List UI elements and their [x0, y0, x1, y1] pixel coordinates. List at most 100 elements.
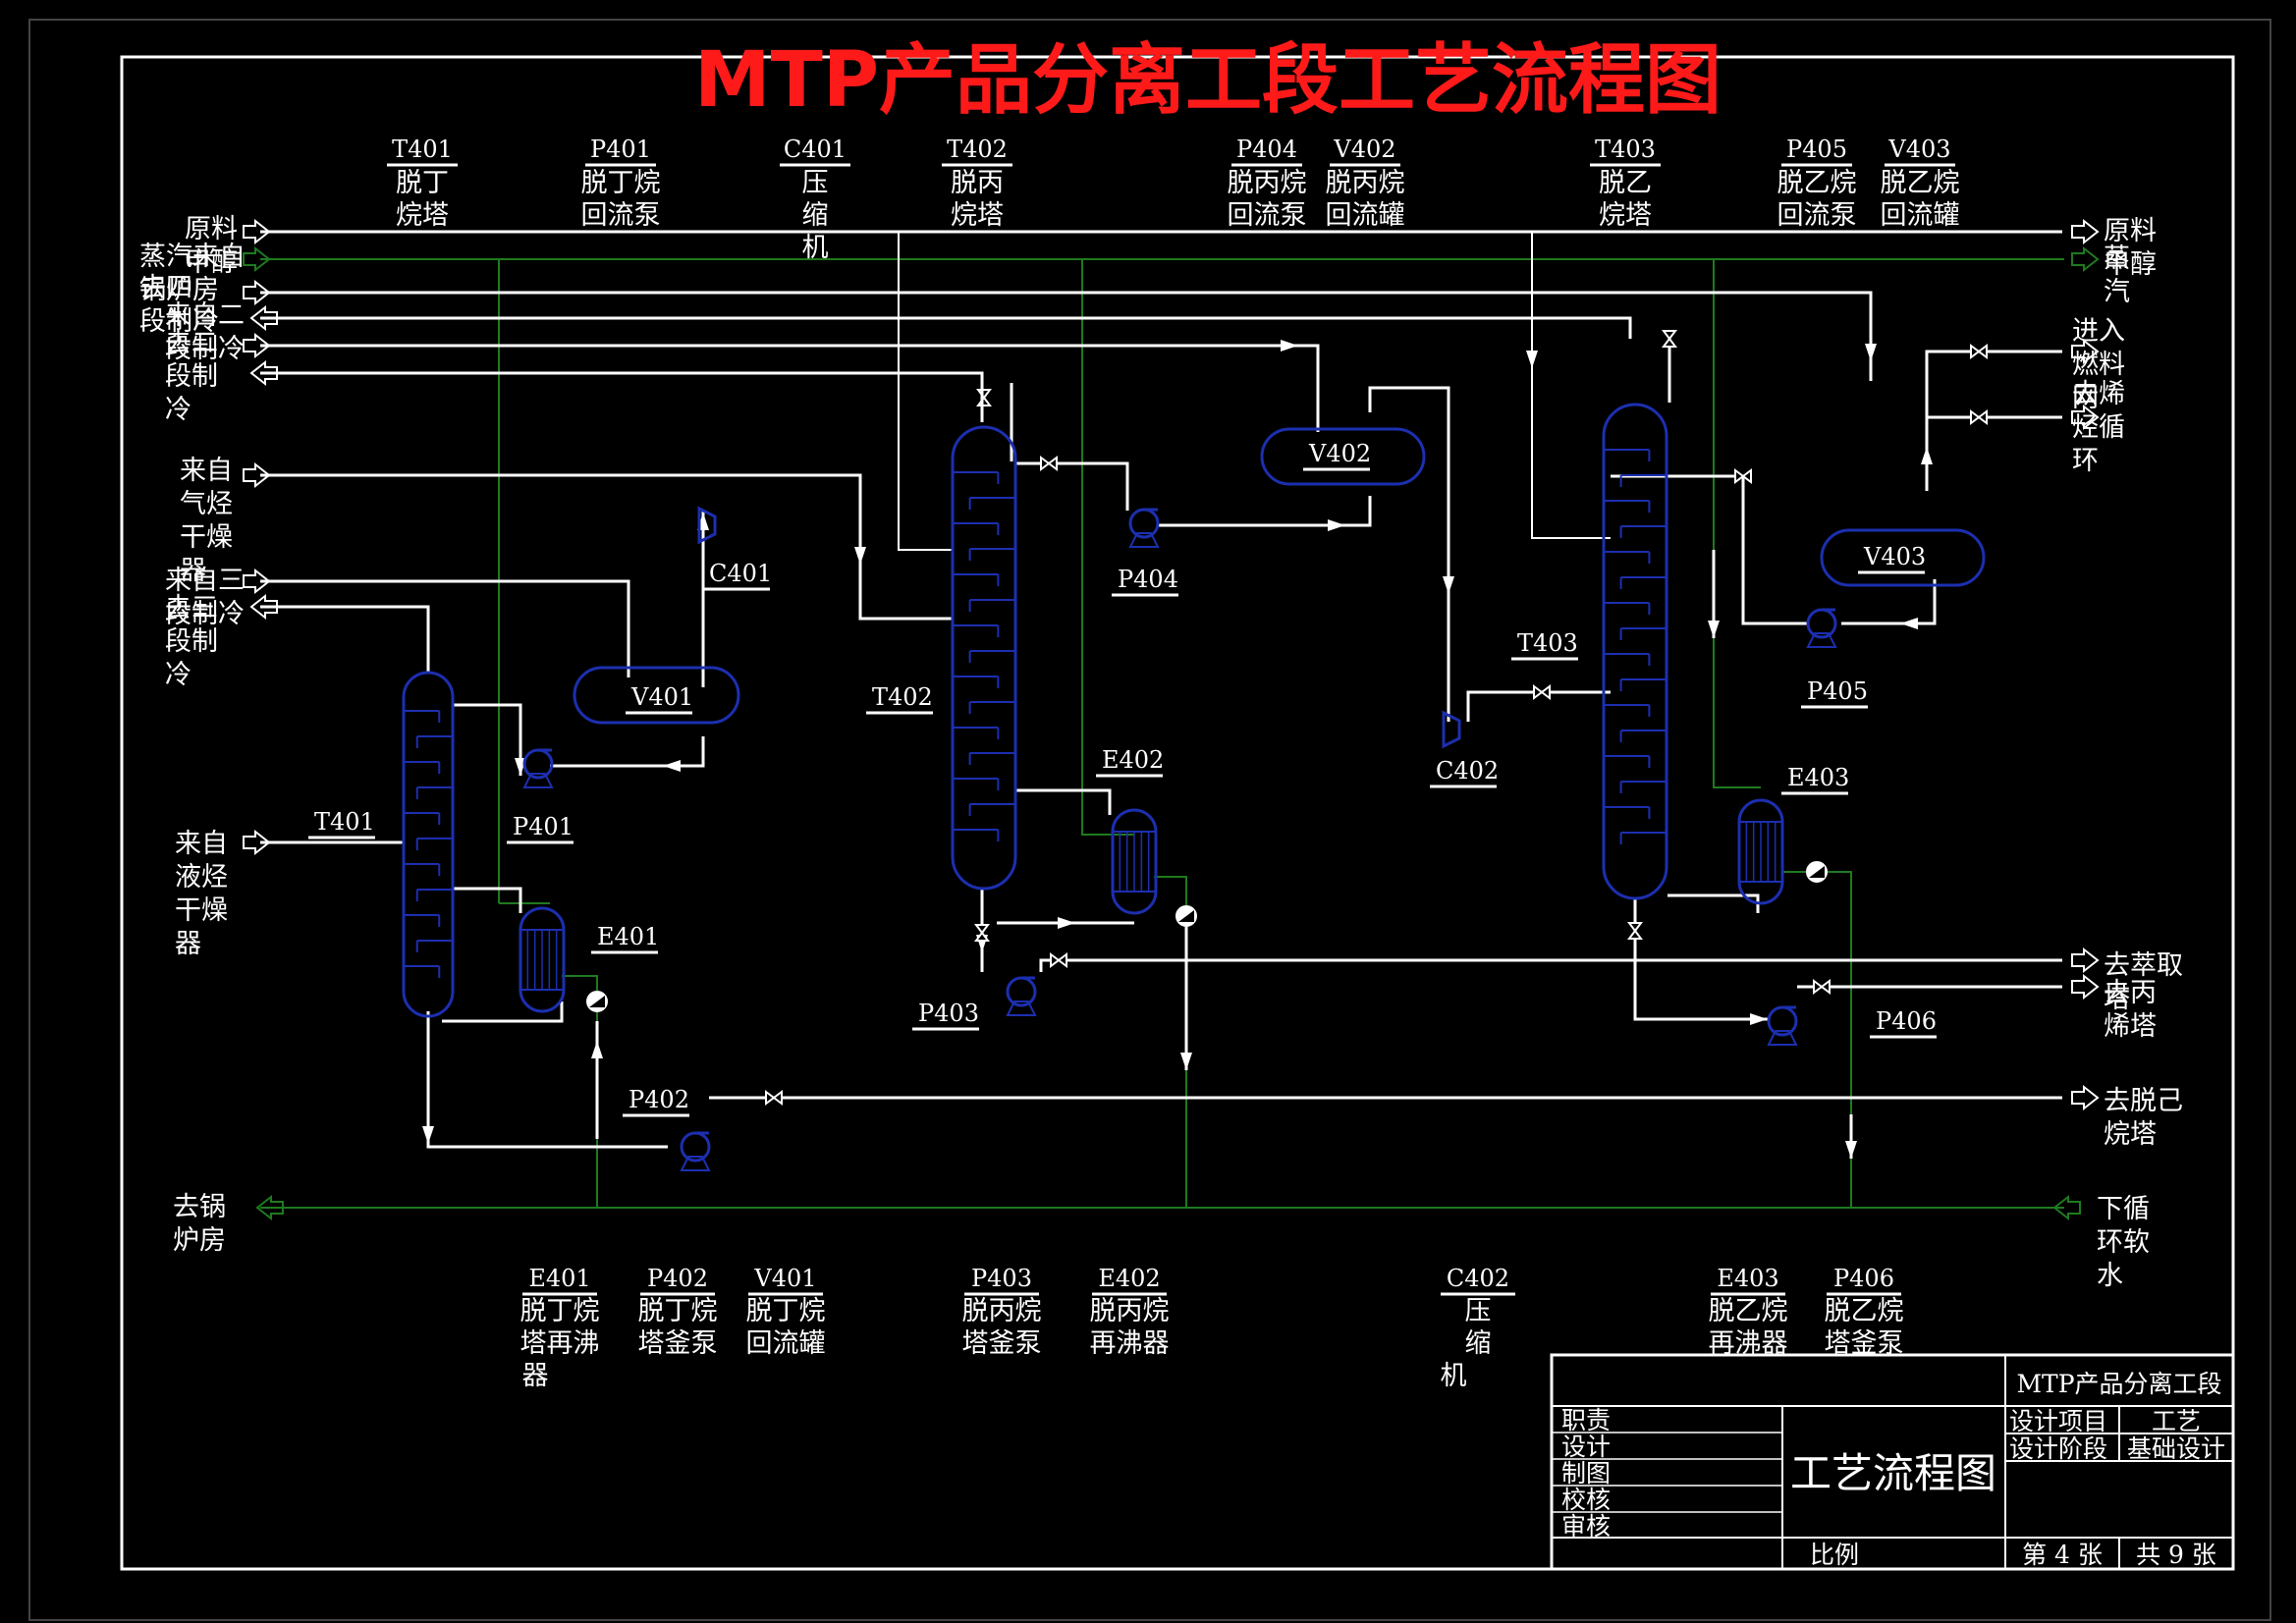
right-stream-label: 烷塔 [2104, 1119, 2157, 1150]
legend-name-line: 回流泵 [581, 200, 661, 231]
t401-bottoms-line [426, 1011, 668, 1149]
t403-overhead-line [1611, 474, 1809, 625]
legend-name-line: 脱丙烷 [1090, 1296, 1170, 1326]
pump-base [1128, 532, 1160, 548]
title-block [1550, 1353, 2235, 1571]
p401-discharge-line [550, 736, 705, 768]
flow-arrow-icon [1058, 917, 1075, 929]
left-stream-label: 炉房 [173, 1225, 226, 1256]
title-block-project: MTP产品分离工段 [2016, 1370, 2221, 1398]
flow-arrow-icon [591, 1041, 603, 1058]
equipment-tag-v402: V402 [1308, 440, 1371, 467]
legend-tag-c401: C401 [784, 135, 847, 163]
flow-arrow-icon [422, 1126, 434, 1144]
equipment-tag-t403: T403 [1517, 629, 1578, 657]
right-stream-label: 去烯 [2072, 379, 2125, 409]
legend-name-line: 回流泵 [1228, 200, 1307, 231]
left-stream-label: 气烃 [180, 489, 233, 519]
right-stream-label: 去脱己 [2104, 1086, 2183, 1116]
right-stream-label: 去丙 [2104, 978, 2157, 1008]
flow-arrow-icon [1443, 576, 1454, 594]
drum-v401 [573, 666, 740, 725]
column-t402-shell [951, 425, 1017, 891]
column-t401-shell [402, 671, 455, 1018]
legend-name-line: 脱丙烷 [962, 1296, 1042, 1326]
column-t401 [402, 671, 455, 1018]
stream-arrow-icon [249, 304, 278, 332]
left-stream-label: 来自二 [165, 300, 245, 331]
methanol-out-arrow-icon [2071, 218, 2100, 245]
legend-tag-t402: T402 [947, 135, 1008, 163]
stream-arrow-icon [243, 332, 271, 359]
equipment-tag-t402: T402 [872, 683, 933, 711]
title-block-role: 设计 [1561, 1433, 1611, 1461]
left-stream-label: 段制冷 [139, 306, 219, 337]
legend-name-line: 脱丙烷 [1326, 168, 1405, 198]
t401-overhead-line [452, 703, 522, 776]
right-stream-label: 水 [2097, 1261, 2123, 1291]
condensate-line-e402 [1154, 876, 1187, 1208]
legend-tag-p403: P403 [971, 1265, 1032, 1292]
legend-name-line: 机 [802, 233, 829, 263]
condensate-out-arrow-icon [255, 1194, 284, 1221]
p405-discharge-line [1841, 579, 1937, 625]
left-stream-label: 段制 [165, 361, 218, 392]
flow-arrow-icon [1328, 519, 1345, 531]
legend-tag-p406: P406 [1833, 1265, 1894, 1292]
scale-label: 比例 [1810, 1541, 1859, 1569]
title-block-role: 校核 [1561, 1486, 1611, 1514]
stream-arrow-icon [243, 279, 271, 306]
legend-tag-e403: E403 [1717, 1265, 1778, 1292]
stream-arrow-icon [249, 593, 278, 621]
pump-base [522, 773, 554, 788]
valve-icon [1050, 952, 1067, 968]
legend-name-line: 脱乙烷 [1881, 168, 1960, 198]
legend-name-line: 脱乙烷 [1709, 1296, 1788, 1326]
steam-line-e403 [1713, 259, 1761, 788]
legend-name-line: 缩 [802, 200, 829, 231]
right-stream-label: 原料 [2104, 216, 2157, 246]
right-stream-label: 烃循 [2072, 412, 2125, 443]
left-stream-label: 冷 [165, 660, 191, 690]
legend-tag-t403: T403 [1595, 135, 1656, 163]
legend-name-line: 脱丁 [396, 168, 449, 198]
outer-frame [28, 19, 2271, 1621]
legend-name-line: 回流罐 [746, 1328, 826, 1359]
legend-name-line: 缩 [1465, 1328, 1492, 1359]
stream-arrow-icon [243, 829, 271, 856]
right-stream-label: 蒸 [2104, 243, 2130, 274]
steam-line-e402 [1081, 259, 1134, 836]
title-block-role: 审核 [1561, 1512, 1611, 1541]
title-block-role: 制图 [1561, 1459, 1611, 1488]
trap-mark [1178, 910, 1194, 922]
valve-icon [1662, 330, 1677, 348]
inner-frame [120, 55, 2235, 1571]
right-stream-label: 环 [2072, 446, 2099, 476]
pump-base [1767, 1030, 1798, 1046]
right-stream-label: 进入 [2072, 316, 2125, 347]
left-stream-label: 锅炉房 [139, 275, 219, 305]
legend-name-line: 脱丙 [951, 168, 1004, 198]
legend-name-line: 烷塔 [951, 200, 1004, 231]
legend-tag-e401: E401 [528, 1265, 590, 1292]
legend-tag-p404: P404 [1236, 135, 1297, 163]
stream-arrow-icon [2071, 947, 2100, 974]
equipment-tag-v403: V403 [1863, 543, 1926, 570]
t401-reboiler-return [442, 1001, 564, 1023]
stream-arrow-icon [243, 568, 271, 595]
legend-name-line: 脱丙烷 [1228, 168, 1307, 198]
legend-name-line: 回流泵 [1777, 200, 1857, 231]
stream-arrow-icon [249, 359, 278, 387]
left-stream-label: 去四 [139, 273, 192, 303]
stream-arrow-icon [243, 461, 271, 489]
t402-overhead-line [1016, 461, 1129, 511]
flow-arrow-icon [1281, 340, 1298, 352]
legend-name-line: 脱丁烷 [746, 1296, 826, 1326]
left-stream-label: 器 [180, 556, 206, 586]
compressor-c401-icon [697, 506, 717, 545]
column-t402 [951, 425, 1017, 891]
methanol-branch-t403 [1531, 232, 1611, 539]
left-stream-label: 冷 [165, 395, 191, 425]
flow-arrow-icon [1180, 1053, 1192, 1070]
